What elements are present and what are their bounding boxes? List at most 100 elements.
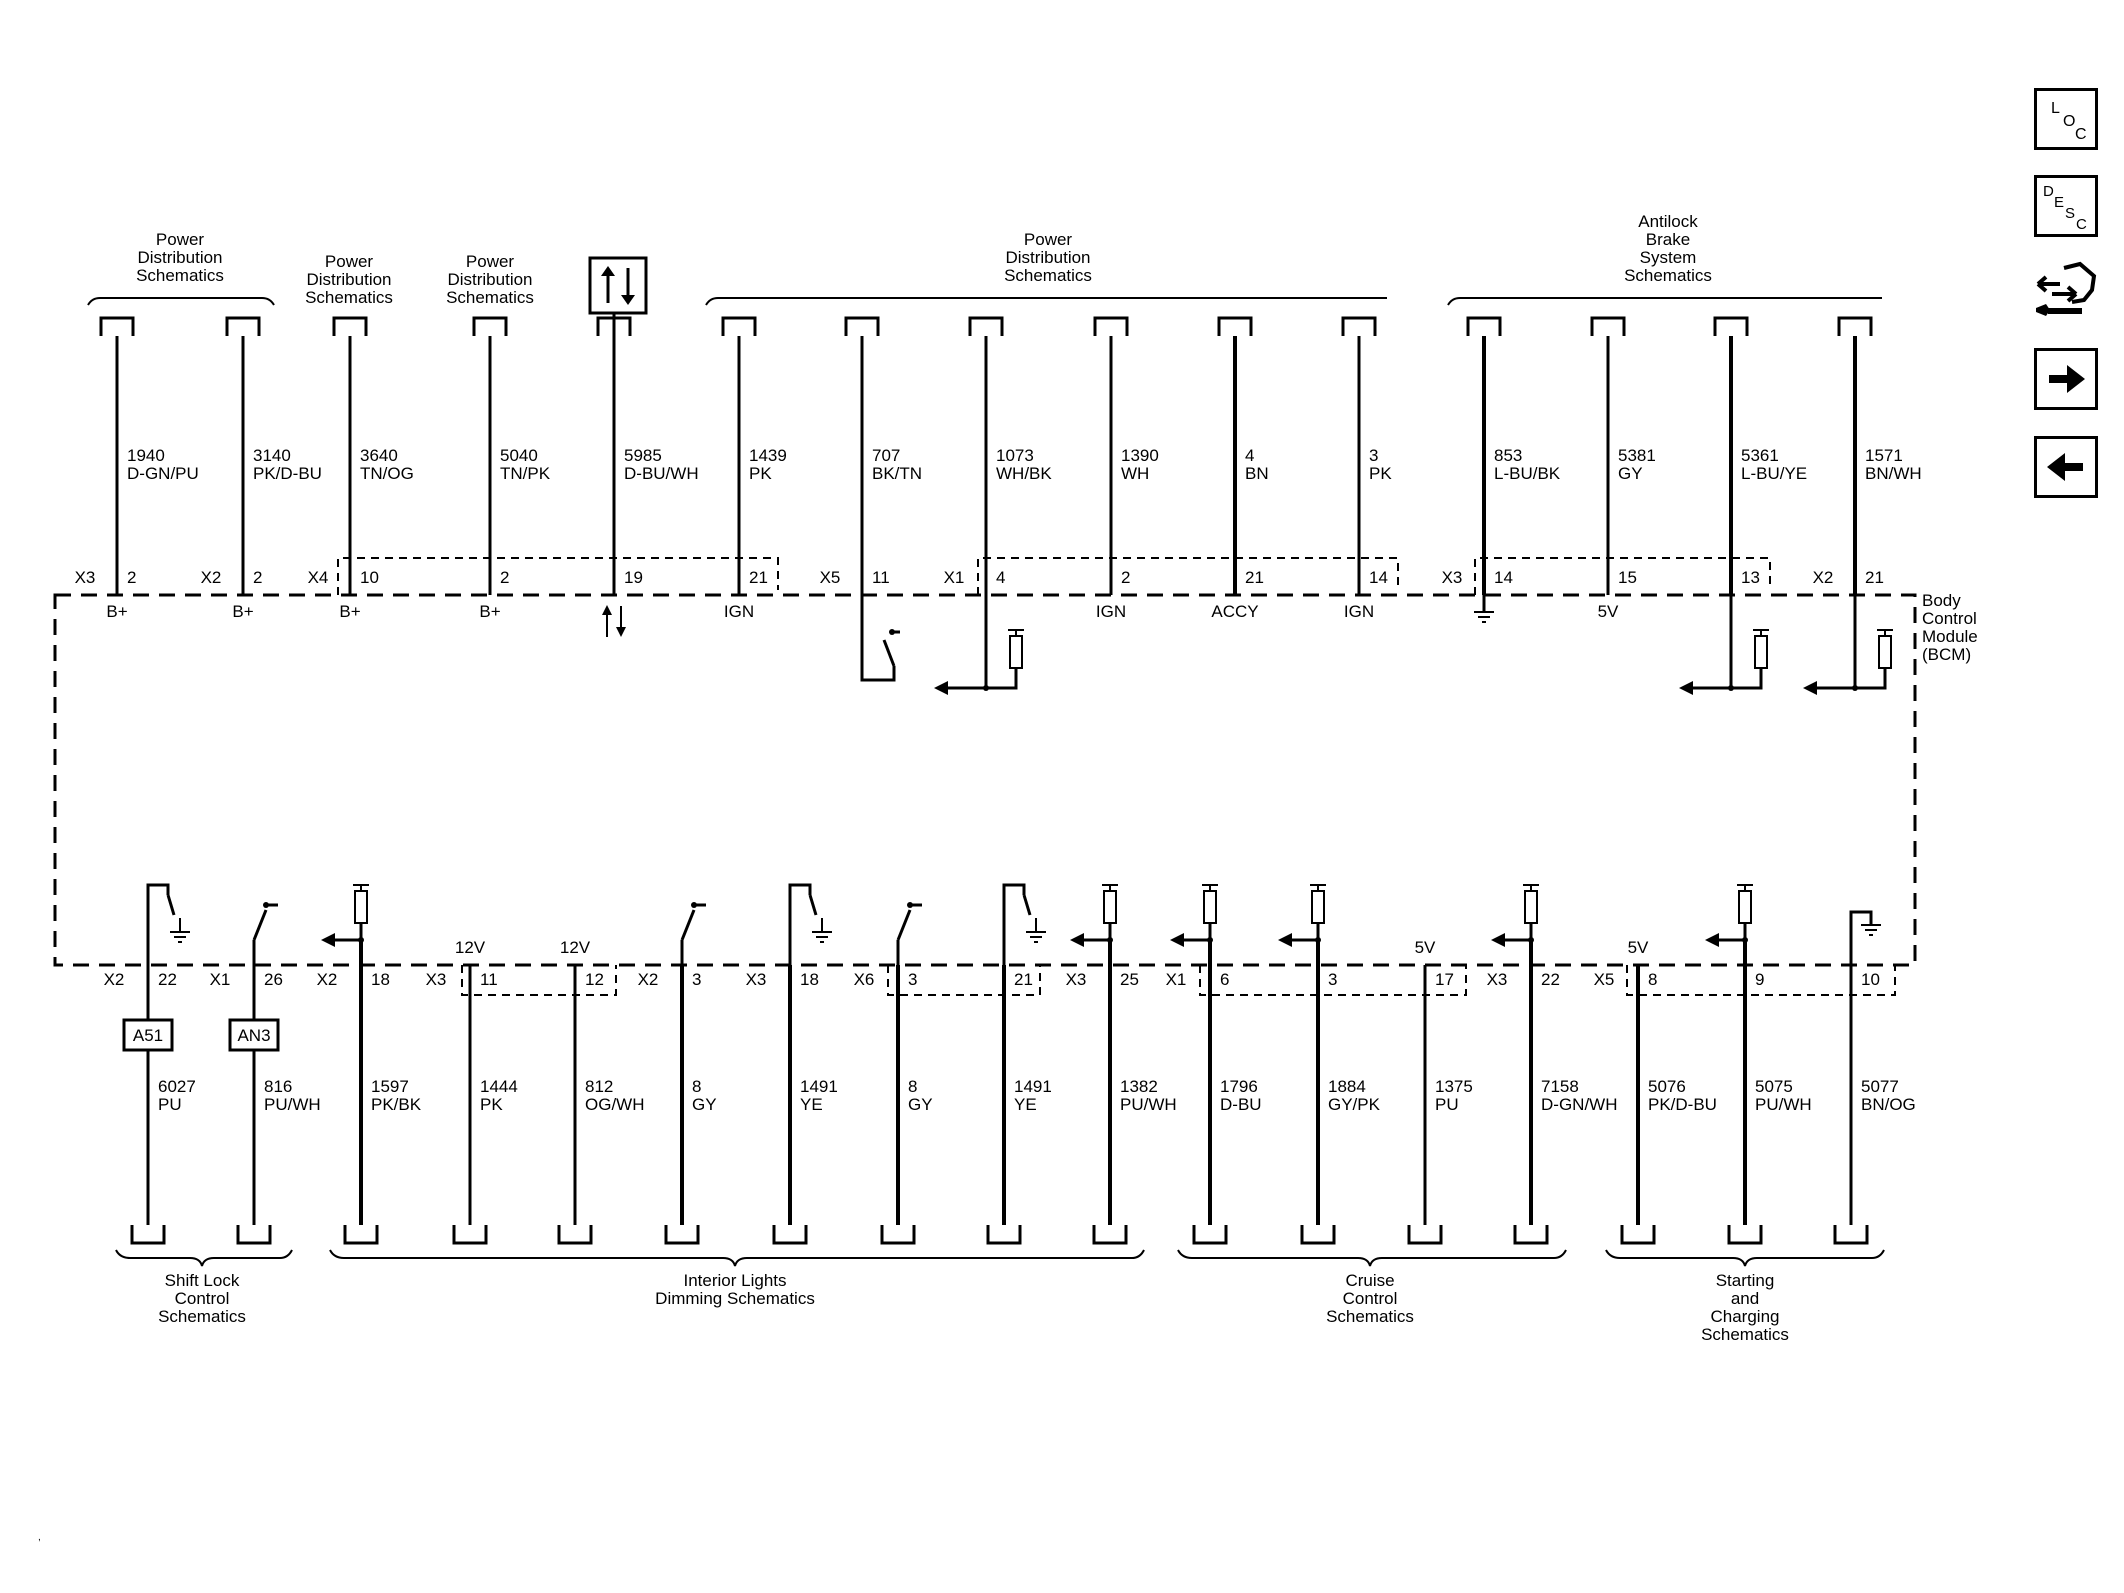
bottom-group-bracket-3	[1177, 1249, 1567, 1267]
pin-function: B+	[339, 602, 360, 621]
pin-number: 26	[264, 970, 283, 989]
desc-letter-s: S	[2065, 205, 2075, 222]
description-button[interactable]: D E S C	[2034, 175, 2098, 237]
circuit-number: 8	[692, 1077, 701, 1096]
pin-number: 18	[371, 970, 390, 989]
wire-color: D-BU	[1220, 1095, 1262, 1114]
top-connector-frames	[337, 557, 1771, 595]
svg-text:Power: Power	[156, 230, 205, 249]
svg-text:Schematics: Schematics	[1701, 1325, 1789, 1344]
bottom-group-interior-lights: Interior Lights Dimming Schematics	[655, 1271, 815, 1308]
circuit-number: 1390	[1121, 446, 1159, 465]
connector-id: X3	[75, 568, 96, 587]
pin-number: 15	[1618, 568, 1637, 587]
svg-text:Schematics: Schematics	[446, 288, 534, 307]
circuit-number: 1940	[127, 446, 165, 465]
pin-function: 12V	[560, 938, 591, 957]
svg-text:Distribution: Distribution	[137, 248, 222, 267]
pin-number: 21	[1865, 568, 1884, 587]
circuit-number: 5381	[1618, 446, 1656, 465]
pin-function: ACCY	[1211, 602, 1258, 621]
svg-text:Control: Control	[1343, 1289, 1398, 1308]
circuit-number: 1444	[480, 1077, 518, 1096]
connector-id: X2	[317, 970, 338, 989]
pin-number: 21	[1245, 568, 1264, 587]
left-arrow-icon	[2047, 453, 2083, 481]
bottom-connector-frames	[461, 965, 1896, 996]
svg-text:Schematics: Schematics	[1326, 1307, 1414, 1326]
connector-id: X3	[1487, 970, 1508, 989]
circuit-number: 853	[1494, 446, 1522, 465]
circuit-number: 4	[1245, 446, 1254, 465]
svg-text:and: and	[1731, 1289, 1759, 1308]
device-box-a51: A51	[122, 1018, 174, 1052]
svg-text:Distribution: Distribution	[1005, 248, 1090, 267]
top-group-power-3: Power Distribution Schematics	[446, 252, 534, 307]
connector-id: X3	[1442, 568, 1463, 587]
circuit-number: 1439	[749, 446, 787, 465]
connector-tool-icon[interactable]	[2034, 258, 2100, 324]
loc-letter-l: L	[2051, 100, 2060, 117]
svg-text:Schematics: Schematics	[158, 1307, 246, 1326]
pin-number: 2	[127, 568, 136, 587]
pin-function: 12V	[455, 938, 486, 957]
circuit-number: 5040	[500, 446, 538, 465]
circuit-number: 1375	[1435, 1077, 1473, 1096]
connector-id: X1	[944, 568, 965, 587]
bcm-label-line-4: (BCM)	[1922, 645, 1971, 664]
circuit-number: 5361	[1741, 446, 1779, 465]
connector-id: X3	[1066, 970, 1087, 989]
svg-text:Cruise: Cruise	[1345, 1271, 1394, 1290]
svg-text:Charging: Charging	[1711, 1307, 1780, 1326]
wire-color: PK	[480, 1095, 503, 1114]
previous-page-button[interactable]	[2034, 436, 2098, 498]
wire-color: PU/WH	[1755, 1095, 1812, 1114]
svg-text:Interior Lights: Interior Lights	[684, 1271, 787, 1290]
bcm-label-line-3: Module	[1922, 627, 1978, 646]
serial-data-box[interactable]	[588, 256, 648, 315]
circuit-number: 5985	[624, 446, 662, 465]
pin-number: 17	[1435, 970, 1454, 989]
svg-text:Antilock: Antilock	[1638, 212, 1698, 231]
location-button[interactable]: L O C	[2034, 88, 2098, 150]
pin-number: 2	[1121, 568, 1130, 587]
device-box-an3: AN3	[228, 1018, 280, 1052]
device-label: A51	[133, 1026, 163, 1045]
desc-letter-e: E	[2054, 194, 2064, 211]
pin-number: 6	[1220, 970, 1229, 989]
connector-id: X1	[1166, 970, 1187, 989]
pin-number: 22	[1541, 970, 1560, 989]
svg-text:Schematics: Schematics	[1004, 266, 1092, 285]
wire-color: BN/OG	[1861, 1095, 1916, 1114]
circuit-number: 707	[872, 446, 900, 465]
svg-text:Dimming Schematics: Dimming Schematics	[655, 1289, 815, 1308]
bottom-group-starting-charging: Starting and Charging Schematics	[1701, 1271, 1789, 1344]
wire-color: PK/D-BU	[253, 464, 322, 483]
svg-text:Schematics: Schematics	[136, 266, 224, 285]
pin-function: 5V	[1415, 938, 1436, 957]
pin-number: 13	[1741, 568, 1760, 587]
top-group-bracket-5	[1447, 297, 1882, 306]
svg-text:Distribution: Distribution	[306, 270, 391, 289]
next-page-button[interactable]	[2034, 348, 2098, 410]
circuit-number: 1491	[800, 1077, 838, 1096]
pin-number: 8	[1648, 970, 1657, 989]
